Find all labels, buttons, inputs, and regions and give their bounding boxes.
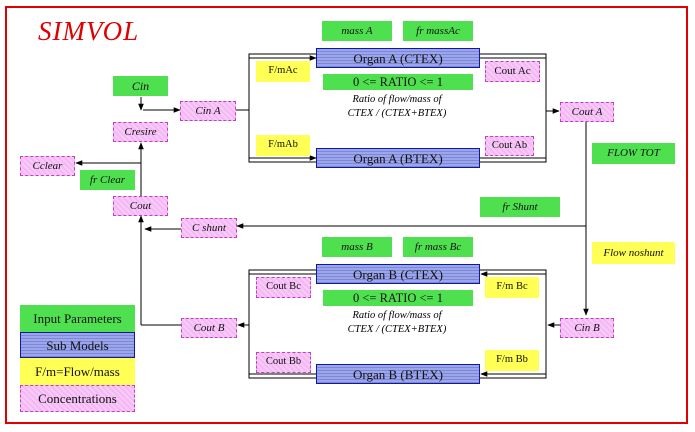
organ-a-ratio: 0 <= RATIO <= 1 <box>323 74 473 90</box>
diagram-frame <box>5 6 688 424</box>
fm-ab: F/mAb <box>256 135 310 156</box>
fr-mass-ac-param: fr massAc <box>403 21 473 41</box>
cin-a: Cin A <box>180 101 236 121</box>
cresire: Cresire <box>113 122 168 142</box>
legend-flow-mass: F/m=Flow/mass <box>20 358 135 385</box>
organ-b-ctex-submodel: Organ B (CTEX) <box>316 264 480 284</box>
organ-b-btex-submodel: Organ B (BTEX) <box>316 364 480 384</box>
cout-b: Cout B <box>181 318 237 338</box>
cin-param: Cin <box>113 76 168 96</box>
cout-bc: Cout Bc <box>256 277 311 298</box>
fm-ac: F/mAc <box>256 61 310 82</box>
flow-noshunt: Flow noshunt <box>592 242 675 264</box>
fr-mass-bc-param: fr mass Bc <box>403 237 473 257</box>
legend-sub-models: Sub Models <box>20 332 135 358</box>
fr-clear-param: fr Clear <box>80 170 135 190</box>
mass-a-param: mass A <box>322 21 392 41</box>
cout-ab: Cout Ab <box>485 136 534 156</box>
c-shunt: C shunt <box>181 218 237 238</box>
legend-concentrations: Concentrations <box>20 385 135 412</box>
cclear: Cclear <box>20 156 75 176</box>
organ-b-caption-line1: Ratio of flow/mass of <box>352 310 442 321</box>
cout-ac: Cout Ac <box>485 61 540 82</box>
cout-bb: Cout Bb <box>256 352 311 373</box>
organ-a-btex-submodel: Organ A (BTEX) <box>316 148 480 168</box>
cin-b: Cin B <box>560 318 614 338</box>
legend-input-parameters: Input Parameters <box>20 305 135 332</box>
organ-b-caption-line2: CTEX / (CTEX+BTEX) <box>347 324 447 335</box>
fm-bc: F/m Bc <box>485 277 539 298</box>
organ-a-caption-line1: Ratio of flow/mass of <box>352 94 442 105</box>
organ-a-ctex-submodel: Organ A (CTEX) <box>316 48 480 68</box>
fm-bb: F/m Bb <box>485 350 539 371</box>
organ-a-caption: Ratio of flow/mass of CTEX / (CTEX+BTEX) <box>322 93 472 121</box>
diagram-title: SIMVOL <box>38 16 140 46</box>
flow-tot-param: FLOW TOT <box>592 143 675 164</box>
cout-main: Cout <box>113 196 168 216</box>
organ-a-caption-line2: CTEX / (CTEX+BTEX) <box>347 108 447 119</box>
organ-b-ratio: 0 <= RATIO <= 1 <box>323 290 473 306</box>
mass-b-param: mass B <box>322 237 392 257</box>
cout-a: Cout A <box>560 102 614 122</box>
fr-shunt-param: fr Shunt <box>480 197 560 217</box>
organ-b-caption: Ratio of flow/mass of CTEX / (CTEX+BTEX) <box>322 309 472 337</box>
